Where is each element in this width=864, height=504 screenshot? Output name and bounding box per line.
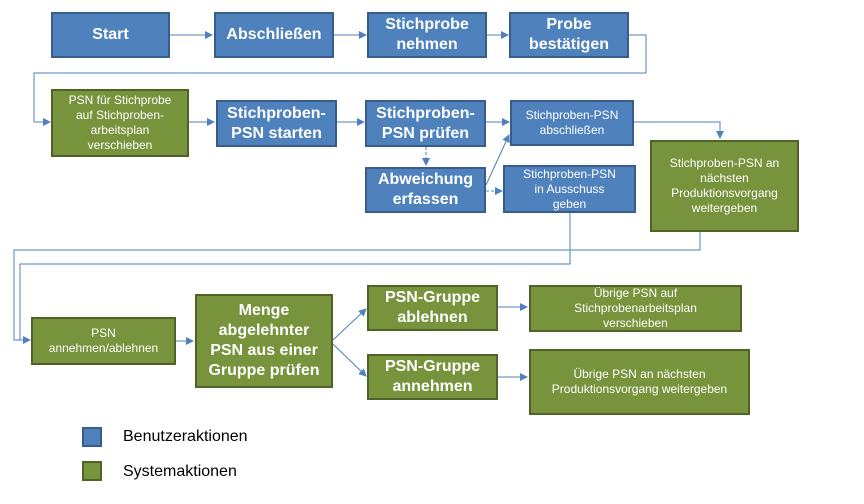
arrow-naechster-annehmen — [13, 232, 701, 344]
arrow-abschliessen-naechster — [634, 121, 724, 139]
node-psn-pruefen: Stichproben- PSN prüfen — [365, 100, 486, 147]
legend-system-swatch — [82, 461, 102, 481]
legend-user-swatch — [82, 427, 102, 447]
node-abweichung-erfassen: Abweichung erfassen — [365, 167, 486, 213]
node-psn-starten: Stichproben- PSN starten — [216, 100, 337, 147]
arrow-menge-ablehnen — [332, 308, 367, 341]
node-psn-annehmen-ablehnen: PSN annehmen/ablehnen — [31, 317, 176, 365]
node-naechster-vorgang: Stichproben-PSN an nächsten Produktionsv… — [650, 140, 799, 232]
node-abschliessen: Abschließen — [214, 12, 334, 58]
node-stichprobe-nehmen: Stichprobe nehmen — [367, 12, 487, 58]
node-uebrige-weitergeben: Übrige PSN an nächsten Produktionsvorgan… — [529, 349, 750, 415]
node-gruppe-annehmen: PSN-Gruppe annehmen — [367, 354, 498, 400]
arrow-ausschuss-annehmen — [19, 213, 571, 340]
legend-user-label: Benutzeraktionen — [123, 428, 248, 445]
node-menge-pruefen: Menge abgelehnter PSN aus einer Gruppe p… — [195, 294, 333, 388]
node-uebrige-verschieben: Übrige PSN auf Stichprobenarbeitsplan ve… — [529, 285, 742, 332]
node-psn-verschieben: PSN für Stichprobe auf Stichproben- arbe… — [51, 89, 189, 157]
arrow-abweichung-abschliessen — [485, 134, 510, 186]
arrow-probe-verschieben — [33, 34, 647, 126]
node-psn-abschliessen: Stichproben-PSN abschließen — [510, 100, 634, 146]
node-ausschuss: Stichproben-PSN in Ausschuss geben — [503, 165, 636, 213]
node-gruppe-ablehnen: PSN-Gruppe ablehnen — [367, 285, 498, 331]
arrow-menge-annehmen — [332, 343, 367, 377]
node-start: Start — [51, 12, 170, 58]
node-probe-bestaetigen: Probe bestätigen — [509, 12, 629, 58]
legend-system-label: Systemaktionen — [123, 463, 237, 480]
